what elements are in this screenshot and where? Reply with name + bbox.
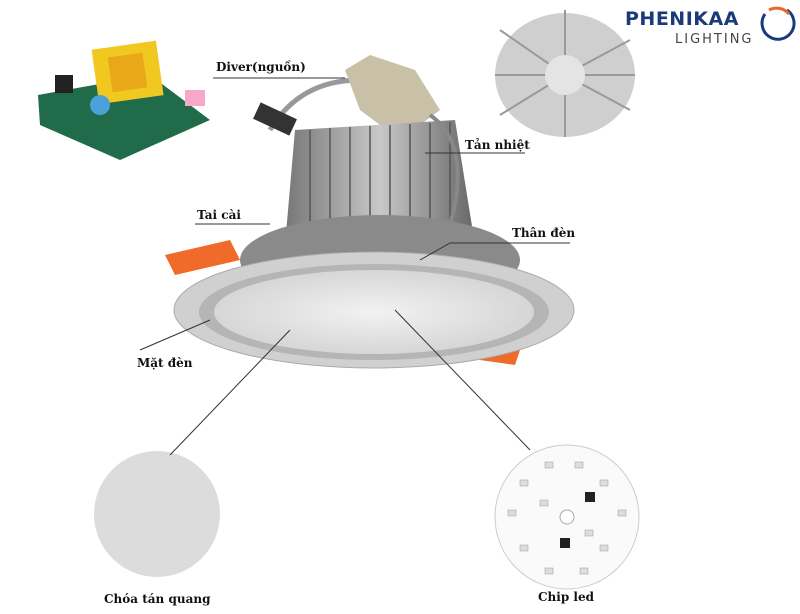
diffuser-photo bbox=[94, 451, 220, 577]
label-clip: Tai cài bbox=[197, 208, 241, 222]
brand-sub: LIGHTING bbox=[675, 32, 754, 47]
label-face: Mặt đèn bbox=[137, 356, 193, 370]
label-chip: Chip led bbox=[538, 590, 594, 604]
downlight-photo bbox=[165, 55, 575, 369]
leader-lines bbox=[139, 77, 570, 456]
heatsink-photo bbox=[495, 10, 635, 137]
label-driver: Diver(nguồn) bbox=[216, 60, 306, 74]
brand-logo: PHENIKAA LIGHTING bbox=[625, 6, 796, 47]
brand-name: PHENIKAA bbox=[625, 8, 739, 30]
driver-board-photo bbox=[38, 40, 210, 160]
label-body: Thân đèn bbox=[512, 226, 576, 240]
label-heatsink: Tản nhiệt bbox=[465, 138, 530, 152]
label-diffuser: Chóa tán quang bbox=[104, 592, 211, 606]
led-chip-photo bbox=[494, 444, 640, 590]
brand-swoosh-icon bbox=[760, 6, 796, 41]
